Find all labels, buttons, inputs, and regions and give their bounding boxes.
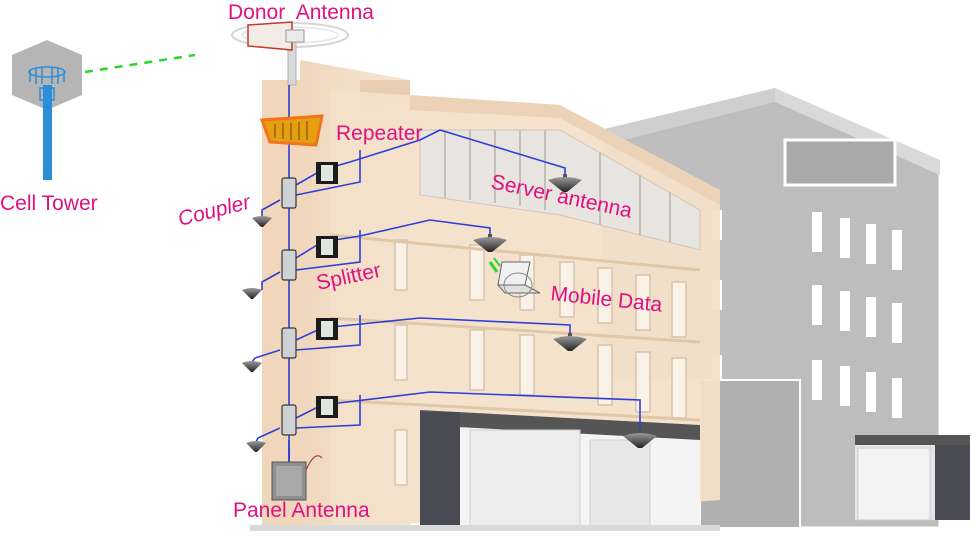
cell-tower [12, 40, 82, 180]
laptop [488, 257, 541, 298]
couplers [281, 177, 297, 436]
cell-tower-label: Cell Tower [0, 192, 98, 215]
signal-link [84, 53, 196, 74]
panel-antenna [271, 448, 323, 501]
coupler-label: Coupler [176, 190, 254, 230]
splitters [316, 162, 338, 418]
donor-antenna-label: Donor Antenna [228, 1, 374, 24]
donor-antenna [231, 21, 349, 86]
repeater [259, 114, 324, 147]
panel-antenna-label: Panel Antenna [233, 499, 370, 522]
repeater-label: Repeater [336, 122, 422, 145]
server-antennas [242, 174, 657, 452]
coax-cables [251, 85, 641, 470]
